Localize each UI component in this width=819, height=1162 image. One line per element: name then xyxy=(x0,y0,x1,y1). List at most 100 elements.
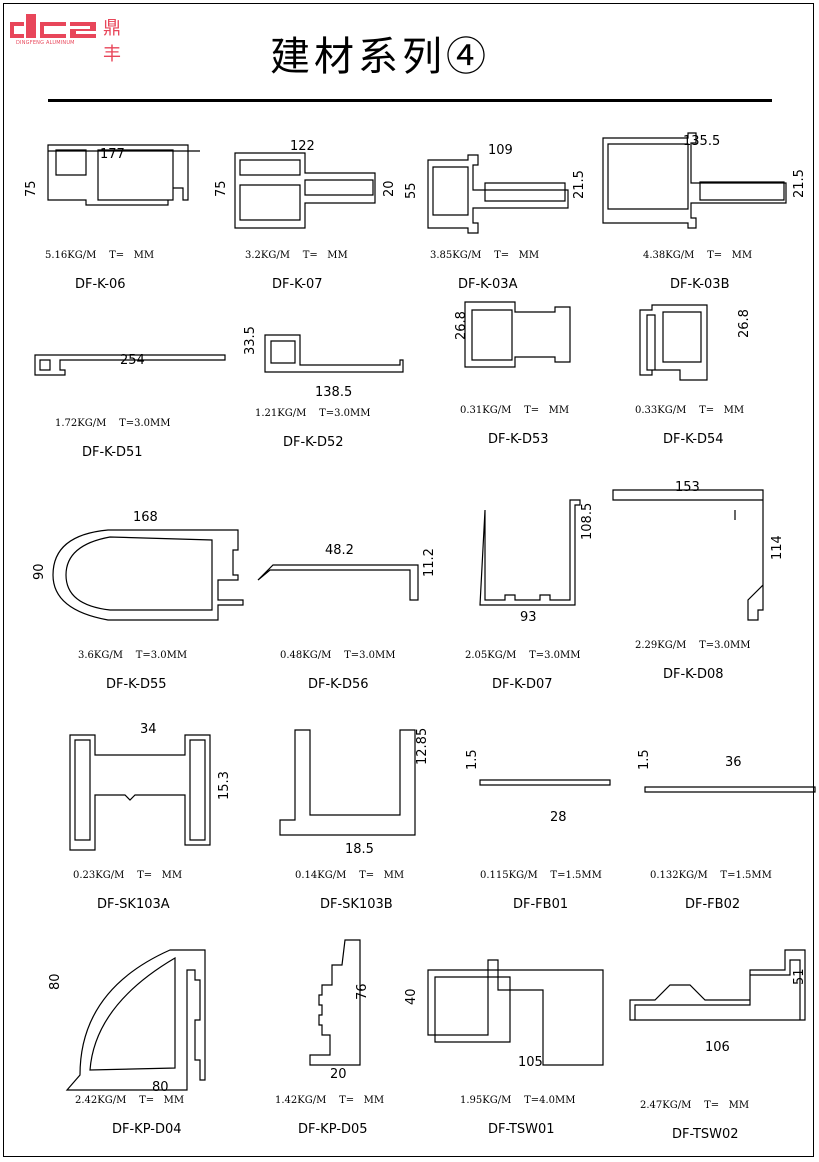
thickness-label: T= MM xyxy=(359,870,405,881)
dimension-label: 26.8 xyxy=(737,309,752,338)
weight-label: 1.72KG/M xyxy=(55,418,107,429)
profile-spec: 2.29KG/M T=3.0MM xyxy=(635,640,751,651)
dimension-label: 75 xyxy=(24,180,39,197)
profile-spec: 0.23KG/M T= MM xyxy=(73,870,182,881)
weight-label: 0.48KG/M xyxy=(280,650,332,661)
profile-drawing xyxy=(47,144,200,206)
profile-code: DF-SK103A xyxy=(97,897,170,912)
dimension-label: 26.8 xyxy=(454,311,469,340)
profile-drawing xyxy=(69,734,211,851)
thickness-label: T=1.5MM xyxy=(720,870,772,881)
profile-code: DF-K-D53 xyxy=(488,432,549,447)
profile-drawing xyxy=(279,729,416,836)
dimension-label: 153 xyxy=(675,480,700,495)
profile-code: DF-K-D08 xyxy=(663,667,724,682)
dimension-label: 12.85 xyxy=(415,727,430,765)
profile-drawing xyxy=(427,959,604,1066)
weight-label: 0.23KG/M xyxy=(73,870,125,881)
weight-label: 3.2KG/M xyxy=(245,250,290,261)
profile-spec: 4.38KG/M T= MM xyxy=(643,250,752,261)
thickness-label: T= MM xyxy=(699,405,745,416)
dimension-label: 138.5 xyxy=(315,385,353,400)
dimension-label: 55 xyxy=(404,182,419,199)
profile-drawing xyxy=(257,564,419,601)
dimension-label: 40 xyxy=(404,988,419,1005)
dimension-label: 36 xyxy=(725,755,742,770)
profile-spec: 0.31KG/M T= MM xyxy=(460,405,569,416)
dimension-label: 51 xyxy=(792,968,807,985)
dimension-label: 75 xyxy=(214,180,229,197)
dimension-label: 168 xyxy=(133,510,158,525)
dimension-label: 20 xyxy=(330,1067,347,1082)
profile-drawing xyxy=(427,154,569,234)
profile-spec: 0.115KG/M T=1.5MM xyxy=(480,870,602,881)
dimension-label: 114 xyxy=(770,535,785,560)
dimension-label: 80 xyxy=(48,973,63,990)
weight-label: 0.33KG/M xyxy=(635,405,687,416)
weight-label: 0.14KG/M xyxy=(295,870,347,881)
profile-code: DF-K-07 xyxy=(272,277,323,292)
thickness-label: T= MM xyxy=(524,405,570,416)
weight-label: 1.21KG/M xyxy=(255,408,307,419)
profile-spec: 0.14KG/M T= MM xyxy=(295,870,404,881)
profile-code: DF-K-D56 xyxy=(308,677,369,692)
profile-drawing xyxy=(479,779,611,786)
dimension-label: 1.5 xyxy=(465,749,480,770)
dimension-label: 177 xyxy=(100,147,125,162)
dimension-label: 76 xyxy=(355,983,370,1000)
dimension-label: 33.5 xyxy=(243,326,258,355)
profile-spec: 2.42KG/M T= MM xyxy=(75,1095,184,1106)
profile-drawing xyxy=(479,499,581,606)
thickness-label: T=3.0MM xyxy=(135,650,188,661)
profile-code: DF-K-03B xyxy=(670,277,730,292)
dimension-label: 21.5 xyxy=(792,169,807,198)
thickness-label: T=3.0MM xyxy=(529,650,581,661)
profile-drawing xyxy=(612,489,764,621)
dimension-label: 48.2 xyxy=(325,543,354,558)
weight-label: 0.115KG/M xyxy=(480,870,538,881)
thickness-label: T= MM xyxy=(707,250,753,261)
dimension-label: 109 xyxy=(488,143,513,158)
dimension-label: 28 xyxy=(550,810,567,825)
thickness-label: T= MM xyxy=(109,250,155,261)
profile-drawing xyxy=(264,334,404,373)
profile-code: DF-K-03A xyxy=(458,277,518,292)
weight-label: 1.42KG/M xyxy=(275,1095,327,1106)
profile-code: DF-FB02 xyxy=(685,897,741,912)
weight-label: 2.29KG/M xyxy=(635,640,687,651)
profile-spec: 1.72KG/M T=3.0MM xyxy=(55,418,171,429)
profile-spec: 2.47KG/M T= MM xyxy=(640,1100,749,1111)
weight-label: 5.16KG/M xyxy=(45,250,97,261)
dimension-label: 20 xyxy=(382,180,397,197)
profile-drawing xyxy=(464,301,571,368)
thickness-label: T= MM xyxy=(139,1095,185,1106)
weight-label: 2.42KG/M xyxy=(75,1095,127,1106)
profile-spec: 0.48KG/M T=3.0MM xyxy=(280,650,396,661)
dimension-label: 1.5 xyxy=(637,749,652,770)
profile-spec: 0.132KG/M T=1.5MM xyxy=(650,870,772,881)
page-frame xyxy=(3,3,814,1157)
thickness-label: T= MM xyxy=(302,250,348,261)
thickness-label: T=3.0MM xyxy=(119,418,171,429)
profile-spec: 5.16KG/M T= MM xyxy=(45,250,154,261)
thickness-label: T=3.0MM xyxy=(319,408,371,419)
dimension-label: 135.5 xyxy=(683,134,721,149)
profile-spec: 3.85KG/M T= MM xyxy=(430,250,539,261)
profile-code: DF-FB01 xyxy=(513,897,569,912)
thickness-label: T=1.5MM xyxy=(550,870,602,881)
logo-subtitle: DINGFENG ALUMINUM xyxy=(16,40,75,46)
profile-code: DF-SK103B xyxy=(320,897,393,912)
thickness-label: T= MM xyxy=(704,1100,750,1111)
profile-spec: 3.6KG/M T=3.0MM xyxy=(78,650,187,661)
thickness-label: T= MM xyxy=(494,250,540,261)
weight-label: 1.95KG/M xyxy=(460,1095,512,1106)
thickness-label: T= MM xyxy=(137,870,183,881)
profile-code: DF-K-D07 xyxy=(492,677,553,692)
profile-drawing xyxy=(602,132,787,229)
profile-drawing xyxy=(234,152,376,229)
dimension-label: 254 xyxy=(120,353,145,368)
dimension-label: 11.2 xyxy=(422,548,437,577)
profile-code: DF-TSW02 xyxy=(672,1127,739,1142)
dimension-label: 108.5 xyxy=(580,502,595,540)
weight-label: 2.47KG/M xyxy=(640,1100,692,1111)
